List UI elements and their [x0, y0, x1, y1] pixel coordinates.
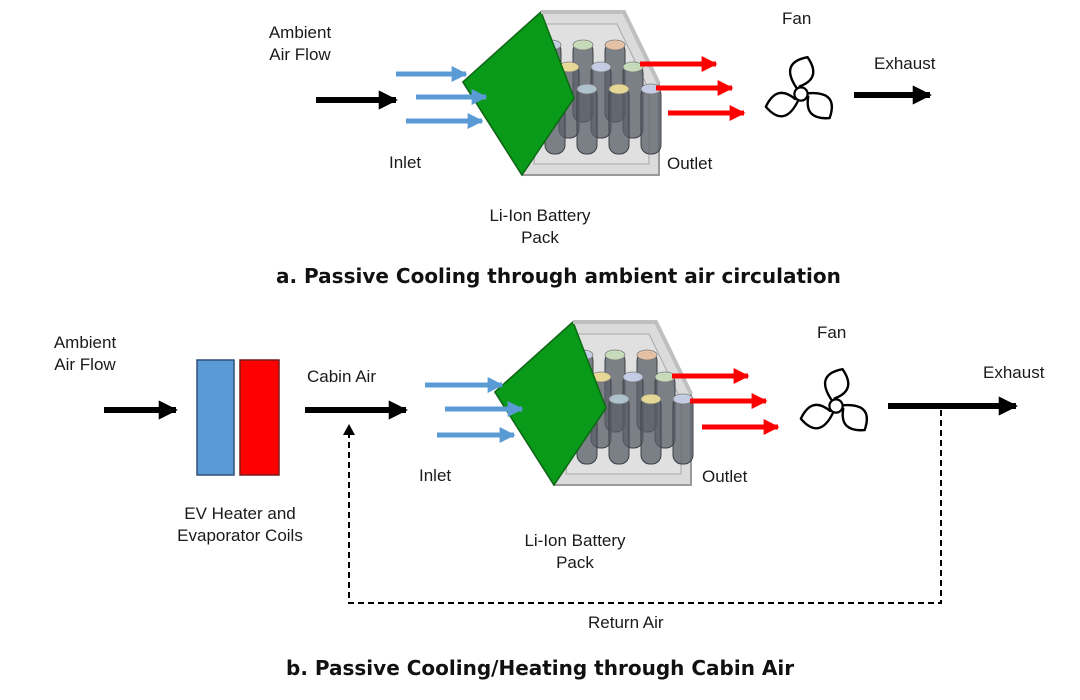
- battery-cell-top: [604, 349, 626, 361]
- outlet-arrows-a: [640, 55, 746, 122]
- fan-label-b: Fan: [817, 323, 847, 342]
- ambient-air-flow-label-a: Ambient Air Flow: [250, 22, 350, 66]
- battery-label-line1: Li-Ion Battery: [489, 206, 591, 225]
- panel-a: [316, 10, 932, 177]
- battery-label-line1: Li-Ion Battery: [524, 531, 626, 550]
- battery-cell-top: [590, 61, 612, 73]
- evaporator-coil: [196, 359, 235, 476]
- fan-blade: [824, 367, 850, 408]
- battery-cell: [608, 395, 630, 465]
- fan-blade: [799, 91, 833, 120]
- heater-label-line2: Evaporator Coils: [177, 526, 303, 545]
- battery-cell-top: [608, 393, 630, 405]
- fan-icon: [799, 367, 868, 432]
- outlet-label-a: Outlet: [667, 154, 713, 173]
- inlet-arrows-b: [425, 376, 524, 444]
- heater-coils-label: EV Heater and Evaporator Coils: [160, 503, 320, 547]
- fan-blade: [834, 403, 868, 432]
- fan-icon: [764, 55, 833, 120]
- return-air-arrowhead: [343, 424, 355, 435]
- pack-edge: [573, 320, 693, 395]
- inlet-face: [462, 10, 575, 177]
- battery-cell: [640, 395, 662, 465]
- fan-hub: [828, 398, 844, 414]
- ambient-label-line1: Ambient: [268, 23, 332, 42]
- inlet-face: [494, 320, 607, 487]
- heater-evaporator-coils: [196, 359, 280, 476]
- inlet-label-a: Inlet: [389, 153, 422, 172]
- return-air-label: Return Air: [588, 613, 664, 632]
- battery-label-line2: Pack: [521, 228, 559, 247]
- ambient-air-flow-label-b: Ambient Air Flow: [35, 332, 135, 376]
- pack-edge: [541, 10, 661, 85]
- battery-cell-top: [604, 39, 626, 51]
- exhaust-label-b: Exhaust: [983, 363, 1045, 382]
- battery-pack-label-b: Li-Ion Battery Pack: [500, 530, 650, 574]
- battery-cell: [576, 85, 598, 155]
- battery-label-line2: Pack: [556, 553, 594, 572]
- exhaust-label-a: Exhaust: [874, 54, 936, 73]
- battery-cell-top: [640, 393, 662, 405]
- battery-cell-top: [572, 39, 594, 51]
- battery-cell: [640, 85, 662, 155]
- cabin-air-label: Cabin Air: [307, 367, 376, 386]
- battery-pack-label-a: Li-Ion Battery Pack: [470, 205, 610, 249]
- fan-hub: [793, 86, 809, 102]
- heater-coil: [239, 359, 280, 476]
- outlet-label-b: Outlet: [702, 467, 748, 486]
- outlet-arrows-b: [672, 367, 780, 436]
- return-air-path: [348, 410, 942, 604]
- battery-pack-icon: [493, 320, 694, 487]
- battery-cell: [672, 395, 694, 465]
- battery-cell-top: [576, 83, 598, 95]
- battery-cell-top: [622, 61, 644, 73]
- caption-a: a. Passive Cooling through ambient air c…: [276, 264, 841, 288]
- ambient-label-line2: Air Flow: [54, 355, 116, 374]
- inlet-arrows-a: [396, 65, 488, 130]
- caption-b: b. Passive Cooling/Heating through Cabin…: [286, 656, 795, 680]
- fan-blade: [789, 55, 815, 96]
- inlet-label-b: Inlet: [419, 466, 452, 485]
- battery-cell: [608, 85, 630, 155]
- fan-blade: [799, 403, 838, 430]
- return-air-loop: [343, 410, 942, 604]
- battery-cell-top: [622, 371, 644, 383]
- panel-b: [104, 320, 1018, 604]
- fan-label-a: Fan: [782, 9, 812, 28]
- fan-blade: [764, 91, 803, 118]
- heater-label-line1: EV Heater and: [184, 504, 296, 523]
- ambient-label-line1: Ambient: [53, 333, 117, 352]
- battery-pack-icon: [461, 10, 662, 177]
- battery-cell-top: [636, 349, 658, 361]
- battery-cell-top: [608, 83, 630, 95]
- ambient-label-line2: Air Flow: [269, 45, 331, 64]
